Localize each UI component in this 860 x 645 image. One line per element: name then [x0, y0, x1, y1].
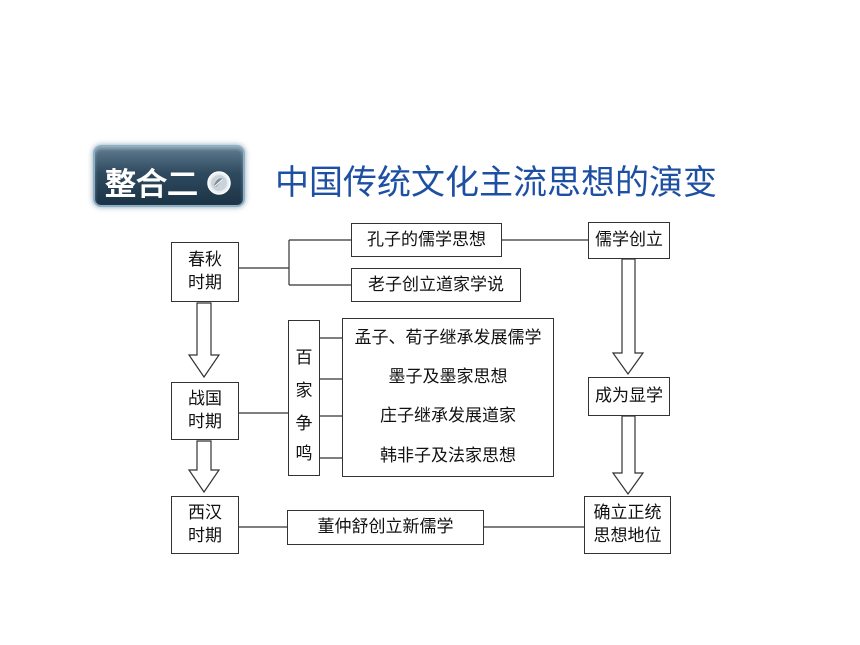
leaf-disc-icon: [207, 171, 231, 195]
item-mozi: 墨子及墨家思想: [342, 358, 554, 398]
stage-orthodox: 确立正统 思想地位: [584, 496, 671, 554]
badge-label: 整合二: [105, 167, 198, 203]
item-kongzi: 孔子的儒学思想: [351, 223, 502, 257]
item-mengzi-xunzi: 孟子、荀子继承发展儒学: [342, 318, 554, 359]
item-laozi: 老子创立道家学说: [351, 268, 521, 302]
baijia-char-4: 鸣: [295, 444, 313, 464]
baijia-char-1: 百: [295, 348, 313, 368]
item-dong-zhongshu: 董仲舒创立新儒学: [287, 510, 484, 545]
arrow-chunqiu-zhanguo: [187, 302, 221, 379]
arrow-prominent-orthodox: [611, 415, 645, 496]
arrow-founded-prominent: [611, 258, 645, 376]
baijia-zhengming-box: [288, 320, 320, 476]
item-hanfeizi: 韩非子及法家思想: [342, 436, 554, 477]
arrow-zhanguo-xihan: [187, 440, 221, 494]
item-zhuangzi: 庄子继承发展道家: [342, 397, 554, 437]
baijia-char-3: 争: [295, 414, 313, 434]
period-xihan: 西汉 时期: [171, 496, 239, 554]
page-title: 中国传统文化主流思想的演变: [275, 163, 717, 203]
stage-founded: 儒学创立: [588, 222, 670, 259]
baijia-char-2: 家: [295, 381, 313, 401]
period-chunqiu: 春秋 时期: [171, 242, 239, 302]
period-zhanguo: 战国 时期: [171, 382, 239, 440]
stage-prominent: 成为显学: [588, 377, 670, 416]
